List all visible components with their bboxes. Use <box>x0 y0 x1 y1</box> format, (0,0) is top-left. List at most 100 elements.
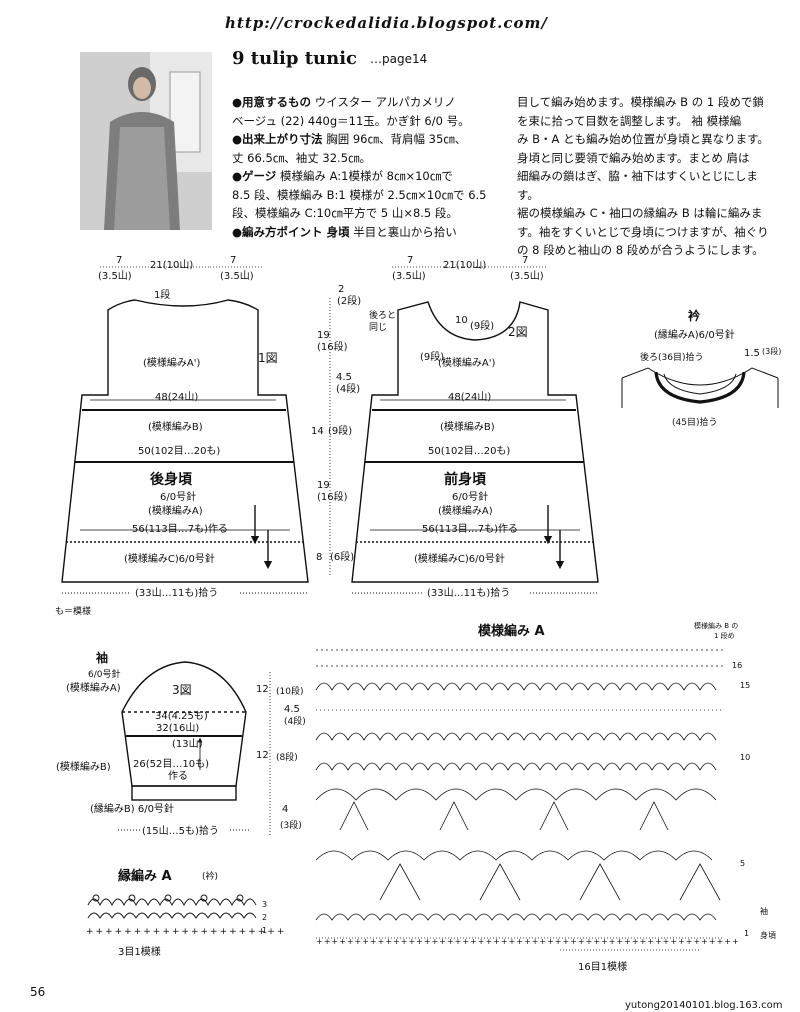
instructions-col2: 目して編み始めます。模様編み B の 1 段めで鎖 を束に拾って目数を調整します… <box>517 93 772 260</box>
row-number: 1 <box>744 929 749 938</box>
needle-label: 6/0号針 <box>452 490 488 503</box>
repeat-label: 3目1模様 <box>118 945 161 958</box>
repeat-label: 16目1模様 <box>578 960 627 973</box>
needle-label: 6/0号針 <box>88 668 121 680</box>
instruction-line: ●出来上がり寸法 胸囲 96㎝、背肩幅 35㎝、 <box>232 132 467 146</box>
needle-label: (縁編みA)6/0号針 <box>654 328 735 341</box>
instruction-line: 裾の模様編み C・袖口の縁編み B は輪に編みま <box>517 206 763 220</box>
dim-label: (33山…11も)拾う <box>135 586 218 599</box>
piece-name: 後身頃 <box>150 471 193 488</box>
row-number: 5 <box>740 859 745 868</box>
dim-label: 50(102目…20も) <box>138 445 220 457</box>
instruction-line: ●編み方ポイント 身頃 半目と裏山から拾い <box>232 224 457 239</box>
chart-note: 1 段め <box>714 631 735 640</box>
dim-label: (15山…5も)拾う <box>142 824 219 837</box>
dim-label: (9段) <box>470 319 494 332</box>
dim-label: 12 <box>256 684 269 695</box>
instruction-line: み B・A とも編み始め位置が身頃と異なります。 <box>517 132 769 146</box>
dim-label: (3.5山) <box>510 270 544 282</box>
dim-label: 2 <box>338 284 344 295</box>
pattern-label: (模様編みB) <box>440 420 495 433</box>
dim-label: 8 <box>316 552 322 563</box>
figure-label: 3図 <box>172 683 192 697</box>
dim-label: (3段) <box>762 346 781 356</box>
dim-label: (4段) <box>336 382 360 395</box>
pattern-label: (模様編みA') <box>143 356 200 369</box>
dim-label: 56(113目…7も)作る <box>422 523 518 535</box>
dim-label: (6段) <box>330 550 354 563</box>
dim-label: 4 <box>282 804 288 815</box>
dim-label: 7 <box>230 255 236 266</box>
dim-label: 4.5 <box>336 372 352 383</box>
start-label: 身頃 <box>760 930 776 940</box>
instruction-line: ●用意するもの ウイスター アルパカメリノ <box>232 95 456 109</box>
instruction-line: す。袖をすくいとじで身頃につけますが、袖ぐり <box>517 224 769 239</box>
edging-sub: (衿) <box>202 870 218 882</box>
dim-label: 4.5 <box>284 704 300 715</box>
dim-label: 50(102目…20も) <box>428 445 510 457</box>
dim-label: 32(16山) <box>156 722 199 734</box>
pick-label: 後ろ(36目)拾う <box>640 351 703 363</box>
dim-label: (3.5山) <box>220 270 254 282</box>
back-body-schematic <box>61 299 309 583</box>
sleeve-title: 袖 <box>96 650 108 665</box>
instruction-line: を束に拾って目数を調整します。 袖 模様編 <box>517 113 742 128</box>
legend: も＝模様 <box>55 605 91 617</box>
pattern-a-chart <box>315 649 724 951</box>
pattern-label: (模様編みA) <box>438 504 493 517</box>
dim-label: (3.5山) <box>98 270 132 282</box>
collar-schematic <box>621 367 779 408</box>
dim-label: 21(10山) <box>443 259 486 271</box>
chart-note: 模様編み B の <box>694 621 738 630</box>
dim-label: (16段) <box>317 340 348 353</box>
dim-label: 14 <box>311 426 324 437</box>
dim-label: 7 <box>407 255 413 266</box>
dim-label: 19 <box>317 330 330 341</box>
dim-label: 26(52目…10も) <box>133 758 209 770</box>
dim-label: (8段) <box>276 751 298 763</box>
row-number: 10 <box>740 753 750 762</box>
edging-title: 縁編み A <box>118 868 172 884</box>
pattern-label: (模様編みA) <box>148 504 203 517</box>
collar-title: 衿 <box>688 308 700 323</box>
dim-label: (10段) <box>276 685 303 697</box>
instructions-col1: ●用意するもの ウイスター アルパカメリノ ベージュ (22) 440g＝11玉… <box>232 93 502 241</box>
sleeve-schematic <box>121 661 247 801</box>
instruction-line: 段、模様編み C:10㎝平方で 5 山×8.5 段。 <box>232 206 458 220</box>
dim-label: 56(113目…7も)作る <box>132 523 228 535</box>
page-ref: …page14 <box>370 52 428 66</box>
pattern-label: (模様編みA') <box>438 356 495 369</box>
row-number: 1 <box>262 926 267 935</box>
dim-label: 19 <box>317 480 330 491</box>
needle-label: 6/0号針 <box>160 490 196 503</box>
dim-label: (4段) <box>284 715 306 727</box>
piece-name: 前身頃 <box>444 471 487 488</box>
start-label: 袖 <box>760 906 768 916</box>
dim-label: 10 <box>455 315 468 326</box>
dim-label: 7 <box>116 255 122 266</box>
pattern-label: (模様編みC)6/0号針 <box>414 552 505 565</box>
pattern-label: (模様編みC)6/0号針 <box>124 552 215 565</box>
instruction-line: 細編みの鎖はぎ、脇・袖下はすくいとじにします。 <box>517 169 758 202</box>
row-label: 1段 <box>154 288 170 301</box>
dim-label: (9段) <box>420 350 444 363</box>
instruction-line: ベージュ (22) 440g＝11玉。かぎ針 6/0 号。 <box>232 113 470 128</box>
dim-label: 12 <box>256 750 269 761</box>
pattern-label: (模様編みA) <box>66 681 121 694</box>
model-photo <box>80 52 212 230</box>
pattern-label: (模様編みB) <box>148 420 203 433</box>
instruction-line: の 8 段めと袖山の 8 段めが合うようにします。 <box>517 243 764 257</box>
footer-watermark: yutong20140101.blog.163.com <box>625 1000 783 1011</box>
instruction-line: ●ゲージ 模様編み A:1模様が 8㎝×10㎝で <box>232 169 453 183</box>
edging-chart <box>87 894 257 919</box>
pattern-label: (模様編みB) <box>56 760 111 773</box>
instruction-line: 丈 66.5㎝、袖丈 32.5㎝。 <box>232 150 372 165</box>
pick-label: (45目)拾う <box>672 416 717 428</box>
figure-label: 2図 <box>508 325 528 339</box>
page-number: 56 <box>30 985 46 999</box>
row-number: 2 <box>262 913 267 922</box>
dim-label: 7 <box>522 255 528 266</box>
note: 後ろと <box>369 309 396 321</box>
dim-label: (3.5山) <box>392 270 426 282</box>
